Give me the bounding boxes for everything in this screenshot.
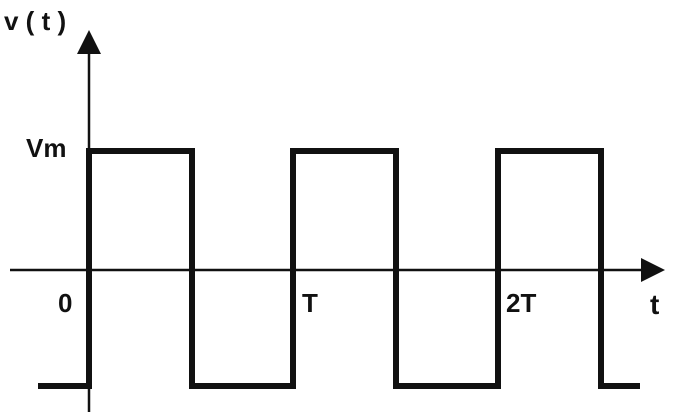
y-axis-arrowhead <box>77 30 101 54</box>
x-axis-arrowhead <box>641 258 665 282</box>
y-axis-label: v ( t ) <box>4 6 66 36</box>
tick-label-2t: 2T <box>506 288 536 318</box>
x-axis-label: t <box>650 289 659 320</box>
origin-label: 0 <box>58 288 72 318</box>
tick-label-t: T <box>302 288 318 318</box>
square-wave <box>38 148 640 389</box>
amplitude-label: Vm <box>26 133 66 163</box>
